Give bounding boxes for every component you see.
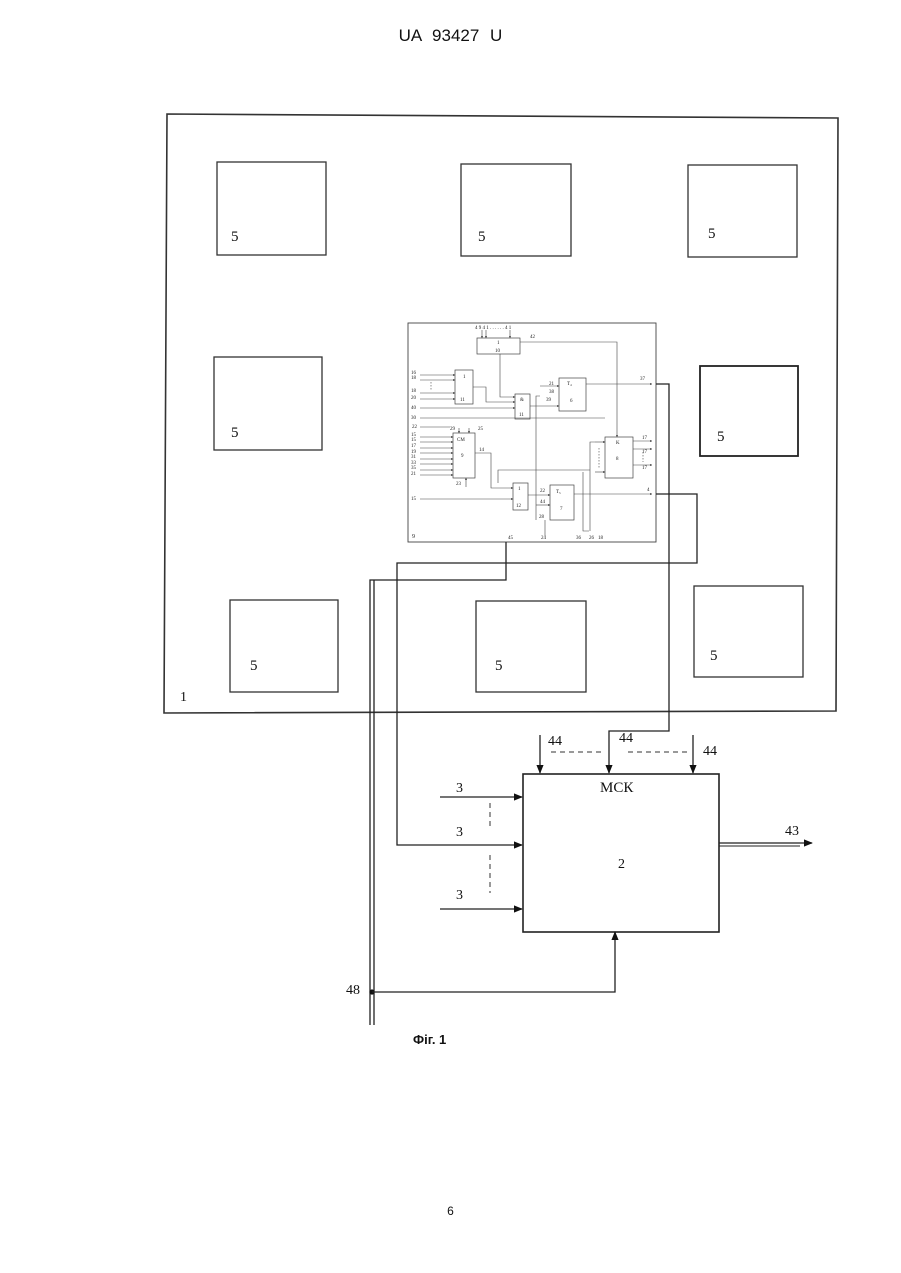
svg-text:40: 40: [411, 406, 417, 411]
svg-text:6: 6: [570, 399, 573, 404]
svg-text:T₅: T₅: [556, 490, 561, 495]
svg-text:CM: CM: [457, 438, 465, 443]
outer-board: [164, 114, 838, 713]
svg-text:3: 3: [456, 825, 463, 840]
svg-text:37: 37: [640, 377, 646, 382]
svg-text:31: 31: [411, 455, 417, 460]
msk-title: МСК: [600, 780, 634, 796]
svg-text:20: 20: [411, 396, 417, 401]
svg-text:25: 25: [478, 427, 484, 432]
module-block: 5: [217, 162, 326, 255]
svg-text:5: 5: [231, 229, 239, 245]
svg-text:22: 22: [412, 425, 418, 430]
svg-text:18: 18: [411, 389, 417, 394]
msk-block: [523, 774, 719, 932]
msk-output: 43: [719, 824, 812, 846]
svg-text:1: 1: [518, 487, 521, 492]
svg-text:44: 44: [619, 731, 633, 746]
svg-text:T₄: T₄: [567, 382, 572, 387]
svg-text:43: 43: [785, 824, 799, 839]
svg-text:7: 7: [560, 507, 563, 512]
svg-text:44: 44: [703, 744, 717, 759]
svg-text:5: 5: [717, 429, 725, 445]
svg-text:3: 3: [456, 781, 463, 796]
svg-text:10: 10: [495, 349, 501, 354]
svg-text:8: 8: [616, 457, 619, 462]
svg-text:17: 17: [642, 466, 648, 471]
svg-text:5: 5: [495, 658, 503, 674]
module-block: 5: [461, 164, 571, 256]
detailed-module: 9 4 9 4 1 . . . . . . 4 1 1 10 42 1 11 1…: [408, 323, 656, 542]
svg-text:24: 24: [541, 536, 547, 541]
svg-text:38: 38: [549, 390, 555, 395]
svg-text:42: 42: [530, 335, 536, 340]
outer-board-label: 1: [180, 690, 187, 705]
svg-text:17: 17: [411, 444, 417, 449]
svg-text:5: 5: [708, 226, 716, 242]
svg-text:5: 5: [250, 658, 258, 674]
svg-text:29: 29: [450, 427, 456, 432]
svg-text:4 9 4 1 . . . . . . 4 1: 4 9 4 1 . . . . . . 4 1: [475, 326, 512, 331]
svg-text:9: 9: [412, 534, 415, 540]
msk-number: 2: [618, 857, 625, 872]
svg-text:5: 5: [710, 648, 718, 664]
svg-text:48: 48: [346, 983, 360, 998]
svg-text:1: 1: [463, 375, 466, 380]
figure-caption: Фіг. 1: [413, 1032, 446, 1047]
svg-text:11: 11: [460, 398, 465, 403]
module-block: 5: [700, 366, 798, 456]
module-block: 5: [230, 600, 338, 692]
svg-text:30: 30: [411, 416, 417, 421]
svg-text:5: 5: [231, 425, 239, 441]
svg-text:17: 17: [642, 436, 648, 441]
svg-text:18: 18: [411, 376, 417, 381]
svg-text:5: 5: [478, 229, 486, 245]
svg-text:15: 15: [411, 497, 417, 502]
svg-text:45: 45: [508, 536, 514, 541]
connection-lines: [370, 384, 697, 1025]
svg-text:26: 26: [589, 536, 595, 541]
module-block: 5: [694, 586, 803, 677]
svg-text:22: 22: [540, 489, 546, 494]
svg-text:&: &: [520, 398, 524, 403]
svg-text:1: 1: [497, 341, 500, 346]
svg-text:14: 14: [479, 448, 485, 453]
module-block: 5: [214, 357, 322, 450]
svg-text:11: 11: [519, 413, 524, 418]
svg-text:9: 9: [461, 454, 464, 459]
svg-text:35: 35: [411, 466, 417, 471]
svg-text:3: 3: [456, 888, 463, 903]
svg-text:44: 44: [540, 500, 546, 505]
svg-text:4: 4: [647, 488, 650, 493]
module-block: 5: [688, 165, 797, 257]
svg-text:K: K: [616, 441, 620, 446]
clock-line: 48: [346, 932, 615, 998]
svg-text:18: 18: [598, 536, 604, 541]
page-number: 6: [0, 1204, 901, 1218]
svg-text:21: 21: [411, 472, 417, 477]
svg-text:28: 28: [539, 515, 545, 520]
svg-text:36: 36: [576, 536, 582, 541]
svg-text:39: 39: [546, 398, 552, 403]
module-block: 5: [476, 601, 586, 692]
svg-text:44: 44: [548, 734, 562, 749]
bus-inputs: 44 44 44: [540, 731, 717, 773]
svg-text:23: 23: [456, 482, 462, 487]
svg-text:15: 15: [411, 438, 417, 443]
svg-text:12: 12: [516, 504, 522, 509]
